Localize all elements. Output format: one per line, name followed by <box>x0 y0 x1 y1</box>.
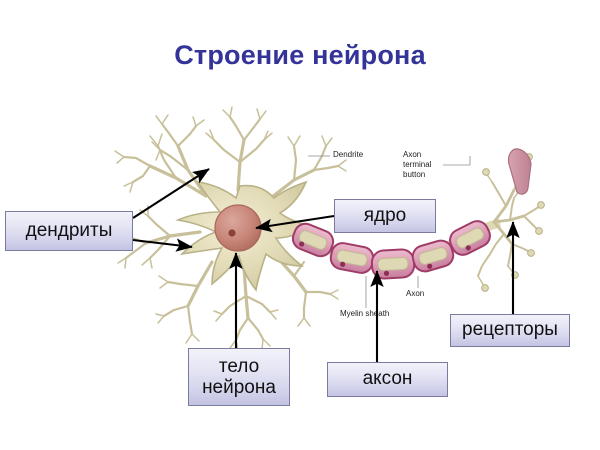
callout-soma[interactable]: тело нейрона <box>188 348 290 406</box>
callout-axon[interactable]: аксон <box>327 362 448 397</box>
diagram-label-axon-terminal-button: Axon terminal button <box>403 150 432 179</box>
callout-nucleus-label: ядро <box>363 204 407 226</box>
english-leader-lines <box>308 155 471 308</box>
diagram-label-axon: Axon <box>406 289 425 298</box>
myelin-sheath-shape <box>291 220 491 280</box>
page-title: Строение нейрона <box>174 40 426 70</box>
callout-receptors-label: рецепторы <box>462 319 558 341</box>
callout-dendrites[interactable]: дендриты <box>5 211 133 251</box>
callout-nucleus[interactable]: ядро <box>334 199 436 233</box>
callout-receptors[interactable]: рецепторы <box>450 314 570 347</box>
nucleolus-shape <box>228 229 236 237</box>
nucleus-shape <box>214 204 262 252</box>
callout-axon-label: аксон <box>362 368 413 390</box>
callout-soma-label: тело нейрона <box>202 355 276 398</box>
callout-dendrites-label: дендриты <box>25 219 113 241</box>
diagram-label-dendrite: Dendrite <box>333 150 364 159</box>
target-cell-shape <box>507 148 532 195</box>
diagram-label-myelin-sheath: Myelin sheath <box>340 309 390 318</box>
